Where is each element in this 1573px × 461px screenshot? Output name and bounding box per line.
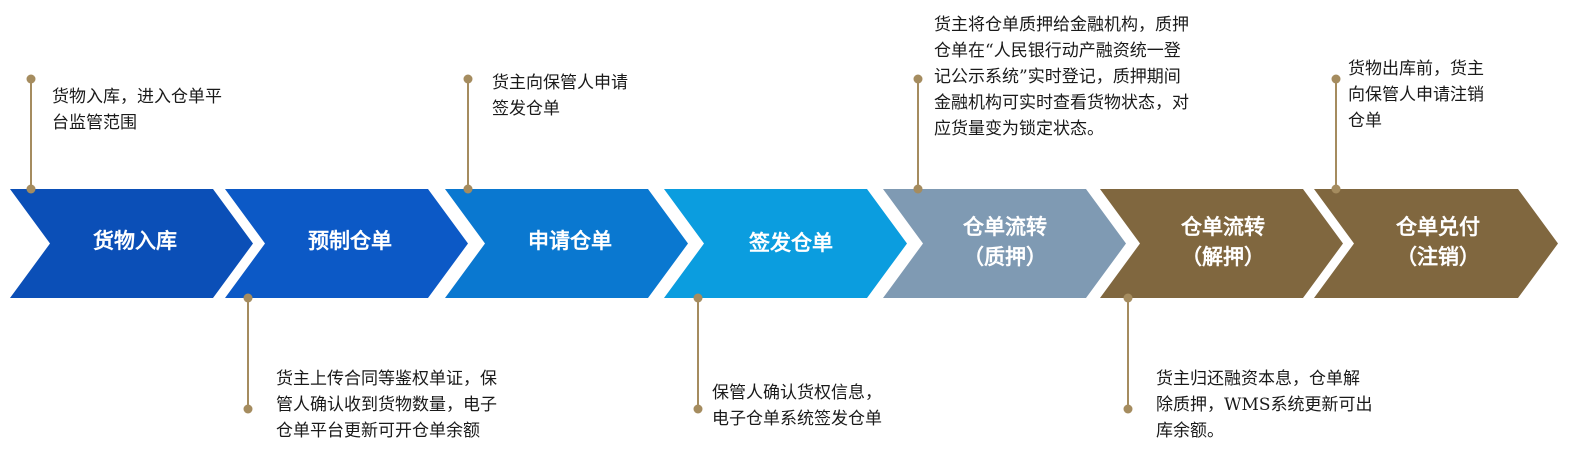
chevron-step-7	[1314, 189, 1558, 298]
chevron-step-1	[10, 189, 253, 298]
step-label-pledge: 仓单流转 （质押）	[963, 214, 1047, 269]
connector-dot-6-1	[1123, 293, 1133, 303]
connector-dot-7-1	[1331, 74, 1341, 84]
connector-dot-1-2	[26, 184, 36, 194]
note-release: 货主归还融资本息，仓单解 除质押，WMS系统更新可出 库余额。	[1156, 369, 1373, 441]
connector-dot-1-1	[26, 74, 36, 84]
chevron-step-5	[883, 189, 1126, 298]
connector-dot-4-2	[693, 404, 703, 414]
note-redeem: 货物出库前，货主 向保管人申请注销 仓单	[1348, 59, 1484, 131]
chevron-step-2	[225, 189, 468, 298]
connector-dot-4-1	[693, 293, 703, 303]
connector-dot-5-1	[913, 74, 923, 84]
connector-dot-5-2	[913, 184, 923, 194]
step-label-issue-receipt: 签发仓单	[749, 230, 833, 255]
connector-dot-2-2	[243, 404, 253, 414]
step-label-redeem: 仓单兑付 （注销）	[1396, 214, 1480, 269]
connector-dot-3-1	[463, 74, 473, 84]
note-goods-in: 货物入库，进入仓单平 台监管范围	[52, 87, 222, 133]
chevron-step-6	[1100, 189, 1343, 298]
step-label-apply-receipt: 申请仓单	[528, 228, 612, 253]
step-label-goods-in: 货物入库	[93, 228, 177, 253]
note-issue-receipt: 保管人确认货权信息， 电子仓单系统签发仓单	[712, 383, 882, 429]
chevron-step-3	[445, 189, 688, 298]
step-label-release: 仓单流转 （解押）	[1181, 214, 1265, 269]
chevron-step-4	[664, 189, 907, 298]
note-apply-receipt: 货主向保管人申请 签发仓单	[492, 73, 628, 119]
connector-dot-7-2	[1331, 184, 1341, 194]
step-label-pre-receipt: 预制仓单	[308, 228, 392, 253]
connector-dot-2-1	[243, 293, 253, 303]
connector-dot-6-2	[1123, 404, 1133, 414]
note-pledge: 货主将仓单质押给金融机构，质押 仓单在“人民银行动产融资统一登 记公示系统”实时…	[934, 15, 1189, 139]
connector-dot-3-2	[463, 184, 473, 194]
note-pre-receipt: 货主上传合同等鉴权单证，保 管人确认收到货物数量，电子 仓单平台更新可开仓单余额	[276, 369, 497, 441]
